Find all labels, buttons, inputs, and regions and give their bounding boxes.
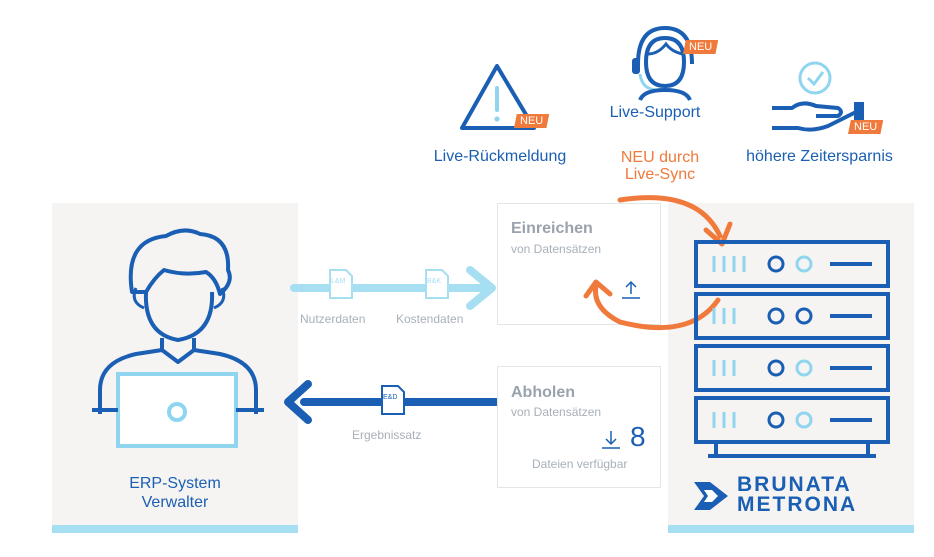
feature-time-saving: NEU	[768, 60, 898, 142]
livesync-line1: NEU durch	[620, 149, 700, 166]
submit-card[interactable]: Einreichen von Datensätzen	[497, 203, 661, 325]
headset-agent-icon	[632, 25, 694, 101]
document-code: L&M	[331, 278, 346, 285]
doc-label-ergebnissatz: Ergebnissatz	[352, 428, 422, 442]
erp-user-illustration	[88, 222, 268, 452]
doc-label-nutzerdaten: Nutzerdaten	[300, 312, 366, 326]
erp-line2: Verwalter	[141, 494, 209, 511]
erp-label: ERP-System Verwalter	[52, 474, 298, 512]
erp-panel-bar	[52, 525, 298, 533]
upload-icon	[622, 280, 640, 299]
erp-line1: ERP-System	[129, 475, 221, 492]
feature-label-live-feedback: Live-Rückmeldung	[433, 148, 567, 165]
brand-line2: METRONA	[737, 493, 858, 516]
server-rack-icon	[694, 240, 890, 458]
fetch-card-subtitle: von Datensätzen	[511, 405, 602, 419]
document-code: E&D	[383, 394, 398, 401]
submit-card-subtitle: von Datensätzen	[511, 242, 602, 256]
livesync-label: NEU durch Live-Sync	[598, 149, 722, 183]
feature-label-live-support: Live-Support	[609, 104, 701, 121]
fetch-card-title: Abholen	[511, 384, 575, 401]
document-icon: E&D	[380, 384, 406, 416]
document-code: B&K	[427, 278, 442, 285]
livesync-line2: Live-Sync	[624, 166, 696, 183]
neu-tag: NEU	[514, 114, 550, 128]
brand-name: BRUNATA METRONA	[737, 473, 858, 516]
fetch-card[interactable]: Abholen von Datensätzen 8 Dateien verfüg…	[497, 366, 661, 488]
file-count: 8	[630, 421, 646, 452]
hand-clock-icon	[772, 61, 864, 132]
feature-live-support: NEU	[620, 24, 730, 102]
feature-live-feedback: NEU	[454, 62, 550, 137]
submit-card-title: Einreichen	[511, 220, 593, 237]
document-icon: L&M	[328, 268, 354, 300]
download-icon	[602, 431, 620, 449]
brand-line1: BRUNATA	[737, 473, 852, 496]
neu-tag: NEU	[848, 120, 884, 134]
document-icon: B&K	[424, 268, 450, 300]
doc-label-kostendaten: Kostendaten	[396, 312, 464, 326]
upload-arrow	[290, 266, 496, 310]
warning-triangle-icon	[460, 64, 536, 130]
brand-logo-icon	[694, 482, 728, 510]
erp-panel	[52, 203, 298, 533]
feature-label-time-saving: höhere Zeitersparnis	[746, 148, 893, 165]
neu-tag: NEU	[683, 40, 719, 54]
user-laptop-icon	[92, 228, 264, 448]
server-panel	[668, 203, 914, 533]
server-panel-bar	[668, 525, 914, 533]
file-count-label: Dateien verfügbar	[532, 457, 628, 471]
